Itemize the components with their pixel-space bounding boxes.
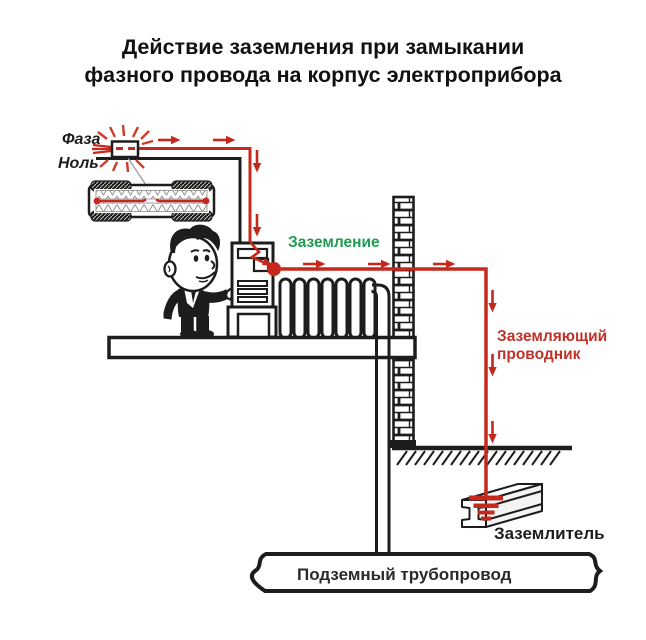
radiator <box>278 277 377 340</box>
brick-wall <box>392 195 415 449</box>
grounding-wire <box>281 267 488 498</box>
appliance <box>226 241 278 339</box>
label-grounding-conductor: Заземляющий проводник <box>497 328 607 363</box>
floor-slab <box>107 335 417 360</box>
label-grounding: Заземление <box>288 234 380 251</box>
fault-contact-dot <box>267 262 281 276</box>
man-figure <box>163 224 241 339</box>
page-title: Действие заземления при замыкании фазног… <box>0 34 646 90</box>
label-underground-pipe: Подземный трубопровод <box>297 565 512 584</box>
wire-neutral <box>96 157 242 243</box>
label-grounding-conductor-line2: проводник <box>497 345 581 363</box>
ground-surface <box>389 440 572 466</box>
page-title-line2: фазного провода на корпус электроприбора <box>84 62 562 87</box>
label-neutral: Ноль <box>58 155 99 172</box>
label-grounding-conductor-line1: Заземляющий <box>497 328 608 345</box>
page-title-line1: Действие заземления при замыкании <box>121 35 525 59</box>
water-pipe <box>371 283 391 554</box>
grounding-bars-icon <box>469 495 503 521</box>
label-phase: Фаза <box>62 131 101 148</box>
underground-pipe <box>249 552 604 593</box>
cable-section <box>87 180 216 222</box>
label-earth-electrode: Заземлитель <box>494 524 605 543</box>
